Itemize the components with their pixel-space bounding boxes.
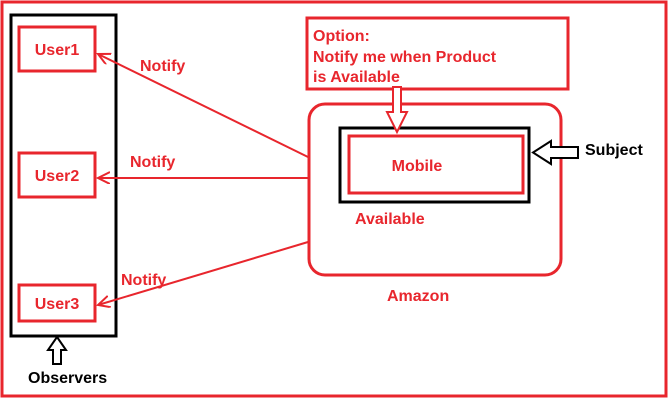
option-box <box>305 16 570 91</box>
option-line-3: is Available <box>313 69 400 86</box>
observers-container <box>9 13 118 338</box>
amazon-label: Amazon <box>387 288 449 305</box>
user-box-3: User3 <box>17 283 97 323</box>
user-label-2: User2 <box>35 168 80 185</box>
mobile-label: Mobile <box>392 158 443 175</box>
amazon-box <box>307 102 563 277</box>
option-line-2: Notify me when Product <box>313 49 497 66</box>
notify-arrow-1 <box>98 54 309 158</box>
notify-label-2: Notify <box>130 154 175 171</box>
observers-label: Observers <box>28 370 107 387</box>
option-down-arrow <box>385 86 409 135</box>
subject-pointer-arrow <box>531 139 579 166</box>
user-box-1: User1 <box>17 25 97 73</box>
notify-label-1: Notify <box>140 58 185 75</box>
option-title: Option: <box>313 28 370 45</box>
mobile-box <box>347 134 525 195</box>
notify-label-3: Notify <box>121 272 166 289</box>
subject-label: Subject <box>585 142 643 159</box>
subject-box <box>338 126 531 204</box>
notify-arrow-3 <box>98 241 309 305</box>
user-label-3: User3 <box>35 296 80 313</box>
available-label: Available <box>355 211 425 228</box>
observers-pointer-arrow <box>46 335 68 365</box>
user-label-1: User1 <box>35 42 80 59</box>
user-box-2: User2 <box>17 151 97 199</box>
